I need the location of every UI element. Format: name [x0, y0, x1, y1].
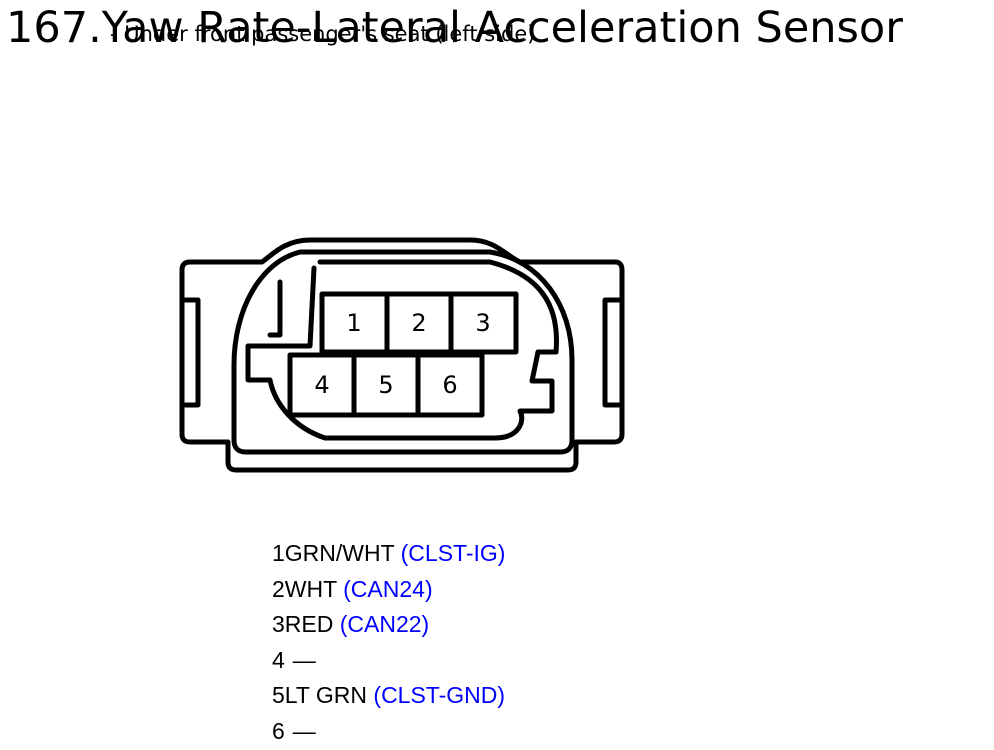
pin-circuit: (CLST-IG) — [400, 540, 506, 566]
pin-row: 6— — [272, 714, 505, 750]
page-subtitle: - Under front passenger's seat (left sid… — [110, 22, 536, 46]
right-latch — [602, 297, 623, 408]
pin-row: 5LT GRN (CLST-GND) — [272, 678, 505, 714]
pin-wire-color: GRN/WHT — [284, 540, 395, 566]
pin-wire-color: RED — [284, 611, 334, 638]
pin-number: 2 — [272, 575, 285, 602]
pin-number: 5 — [272, 682, 285, 709]
pin-number: 6 — [272, 717, 285, 744]
cavity-6 — [415, 352, 485, 418]
inner-shell — [231, 249, 575, 455]
left-latch — [181, 297, 201, 408]
pin-circuit: (CLST-GND) — [373, 682, 506, 709]
cavity-3 — [448, 291, 519, 355]
pin-assignment-list: 1GRN/WHT (CLST-IG) 2WHT (CAN24) 3RED (CA… — [272, 536, 505, 750]
cavity-label-4: 4 — [314, 371, 329, 399]
pin-wire-color: — — [292, 717, 316, 744]
pin-wire-color: WHT — [284, 575, 337, 602]
pin-row: 1GRN/WHT (CLST-IG) — [272, 536, 505, 572]
pin-circuit: (CAN22) — [339, 611, 430, 638]
pin-row: 3RED (CAN22) — [272, 607, 505, 643]
cavity-label-1: 1 — [346, 309, 361, 337]
cavity-label-6: 6 — [442, 371, 457, 399]
lock-tab — [267, 279, 283, 338]
pin-circuit: (CAN24) — [343, 575, 433, 602]
cavity-label-3: 3 — [475, 309, 490, 337]
pin-number: 1 — [272, 540, 285, 566]
pin-number: 4 — [272, 646, 285, 673]
pin-number: 3 — [272, 611, 285, 638]
connector-housing — [179, 237, 625, 473]
pin-wire-color: — — [292, 646, 316, 673]
cavity-label-2: 2 — [411, 309, 426, 337]
cavity-label-5: 5 — [378, 371, 393, 399]
pin-row: 2WHT (CAN24) — [272, 572, 505, 608]
plug-body — [245, 259, 559, 441]
pin-row: 4— — [272, 643, 505, 679]
pin-wire-color: LT GRN — [284, 682, 368, 709]
page-title: 167.Yaw Rate-Lateral Acceleration Sensor — [6, 3, 903, 53]
